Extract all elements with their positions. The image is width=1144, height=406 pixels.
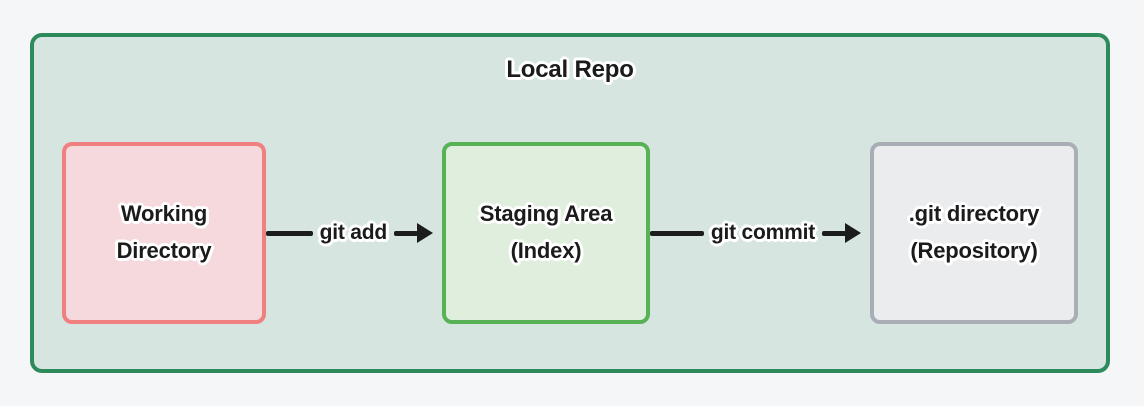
edge-label: git commit [710,221,815,244]
node-staging-area: Staging Area (Index) [442,142,650,324]
node-working-directory: Working Directory [62,142,266,324]
node-git-directory: .git directory (Repository) [870,142,1078,324]
node-label-line: Staging Area [479,201,613,227]
arrowhead-icon [845,223,861,243]
arrow-shaft [394,230,418,236]
arrowhead-icon [417,223,433,243]
node-label-line: (Repository) [910,238,1038,263]
container-title: Local Repo [506,56,634,83]
arrow-shaft [822,230,846,236]
node-label-line: Directory [116,238,212,263]
diagram-row: Working Directory git add Staging Area (… [34,142,1106,324]
node-label-line: Working [120,201,208,227]
edge-git-add: git add [266,221,442,245]
edge-label: git add [319,221,388,244]
arrow-line [650,230,704,236]
node-label-line: (Index) [510,238,582,263]
edge-git-commit: git commit [650,221,870,245]
node-label-line: .git directory [908,201,1040,227]
arrow-line [266,230,313,236]
local-repo-container: Local Repo Working Directory git add Sta… [30,33,1110,373]
